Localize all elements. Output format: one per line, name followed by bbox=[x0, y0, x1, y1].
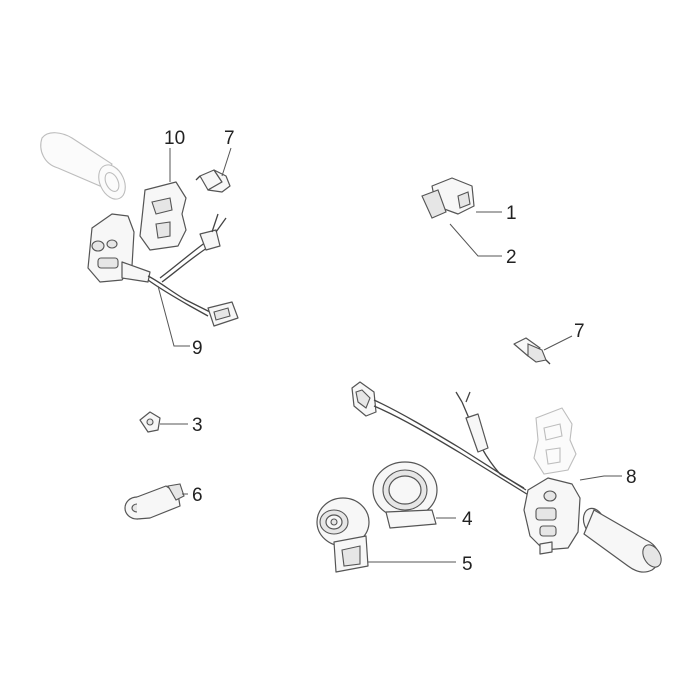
leader-2 bbox=[449, 223, 502, 257]
callout-labels: 10 7 1 2 7 9 3 8 6 4 5 bbox=[164, 128, 637, 575]
part-9-left-switch bbox=[87, 213, 239, 327]
leader-lines bbox=[157, 147, 622, 563]
callout-5: 5 bbox=[462, 554, 473, 575]
part-8-right-switch bbox=[351, 381, 581, 555]
part-6-ignition bbox=[124, 483, 185, 520]
callout-7-top: 7 bbox=[224, 128, 235, 149]
callout-4: 4 bbox=[462, 509, 473, 530]
part-1-2-switch bbox=[421, 177, 475, 219]
part-10-switch-cover bbox=[139, 181, 187, 251]
callout-2: 2 bbox=[506, 247, 517, 268]
right-grip bbox=[582, 507, 662, 573]
callout-6: 6 bbox=[192, 485, 203, 506]
right-cover-ghost bbox=[533, 407, 577, 475]
callout-9: 9 bbox=[192, 338, 203, 359]
callout-1: 1 bbox=[506, 203, 517, 224]
part-7-bulb-top bbox=[195, 169, 231, 193]
part-5-ignition-lock bbox=[316, 497, 370, 573]
left-grip-ghost bbox=[40, 132, 126, 200]
leader-7-top bbox=[221, 147, 232, 177]
part-3-clip bbox=[139, 411, 161, 433]
callout-10: 10 bbox=[164, 128, 185, 149]
callout-8: 8 bbox=[626, 467, 637, 488]
leader-7-right bbox=[543, 335, 573, 351]
callout-7-right: 7 bbox=[574, 321, 585, 342]
leader-8 bbox=[579, 475, 622, 481]
leader-9 bbox=[157, 285, 190, 347]
part-4-lock-cover bbox=[372, 461, 438, 529]
part-7-bulb-right bbox=[513, 337, 551, 365]
callout-3: 3 bbox=[192, 415, 203, 436]
